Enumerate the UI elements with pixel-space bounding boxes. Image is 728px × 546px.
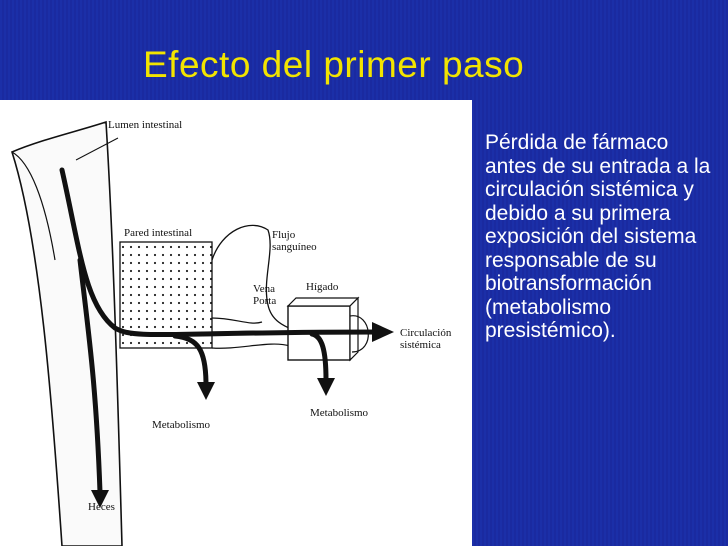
intestinal-lumen-shape (11, 120, 123, 546)
label-pared-intestinal: Pared intestinal (124, 227, 192, 239)
intestinal-wall-box (119, 241, 213, 349)
label-metabolismo-left: Metabolismo (152, 419, 211, 431)
lumen-pointer-line (75, 137, 119, 161)
first-pass-diagram: Lumen intestinal Pared intestinal Flujo … (0, 100, 472, 546)
label-higado: Hígado (306, 281, 339, 293)
description-panel: Pérdida de fármaco antes de su entrada a… (472, 100, 728, 546)
label-circulacion-line2: sistémica (400, 339, 441, 351)
drug-flow-arrows (59, 167, 383, 495)
blood-flow-curve (211, 224, 299, 333)
label-heces: Heces (88, 501, 115, 513)
label-lumen-intestinal: Lumen intestinal (108, 119, 182, 131)
label-circulacion-line1: Circulación (400, 327, 452, 339)
diagram-svg: Lumen intestinal Pared intestinal Flujo … (11, 119, 452, 546)
label-flujo-line2: sanguíneo (272, 241, 317, 253)
description-text: Pérdida de fármaco antes de su entrada a… (485, 131, 711, 342)
label-metabolismo-right: Metabolismo (310, 407, 369, 419)
arrowheads (91, 322, 394, 508)
label-vena-line2: Porta (253, 295, 276, 307)
liver-box (286, 296, 369, 362)
label-vena-line1: Vena (253, 283, 275, 295)
label-flujo-line1: Flujo (272, 229, 296, 241)
slide-title: Efecto del primer paso (143, 44, 525, 85)
